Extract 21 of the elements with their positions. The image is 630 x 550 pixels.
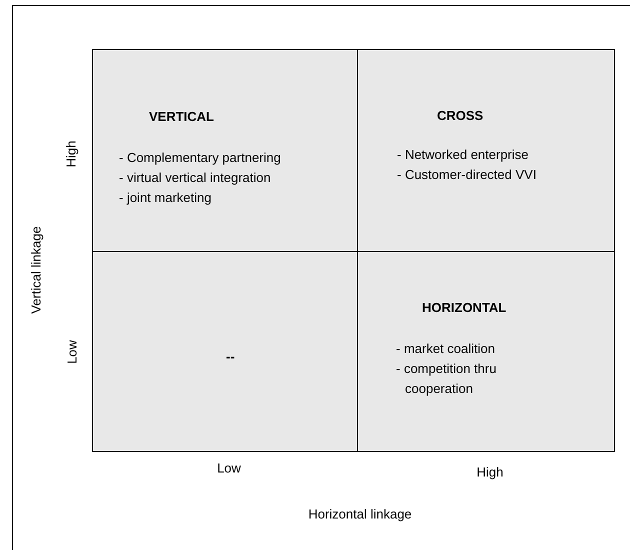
bullet-item: - Complementary partnering: [119, 149, 282, 167]
axis-title: Horizontal linkage: [308, 505, 412, 524]
axis-tick-label: Low: [63, 340, 80, 364]
bullet-item: - market coalition: [396, 340, 496, 358]
bullet-item: - competition thru cooperation: [396, 360, 498, 398]
quadrant-heading: VERTICAL: [149, 108, 214, 126]
quadrant-box: [92, 251, 358, 452]
axis-tick-label: High: [476, 463, 504, 482]
quadrant-box: [357, 49, 615, 252]
quadrant-heading: HORIZONTAL: [422, 299, 506, 317]
bullet-item: - Networked enterprise: [397, 146, 530, 164]
quadrant-heading: CROSS: [437, 107, 484, 125]
quadrant-box: [92, 49, 358, 252]
bullet-item: - Customer-directed VVI: [397, 166, 538, 184]
bullet-item: - virtual vertical integration: [119, 169, 272, 187]
bullet-item: - joint marketing: [119, 189, 212, 207]
axis-title: Vertical linkage: [27, 226, 44, 314]
quadrant-box: [357, 251, 615, 452]
axis-tick-label: Low: [217, 459, 241, 478]
axis-tick-label: High: [62, 140, 80, 168]
quadrant-heading: --: [226, 348, 235, 366]
